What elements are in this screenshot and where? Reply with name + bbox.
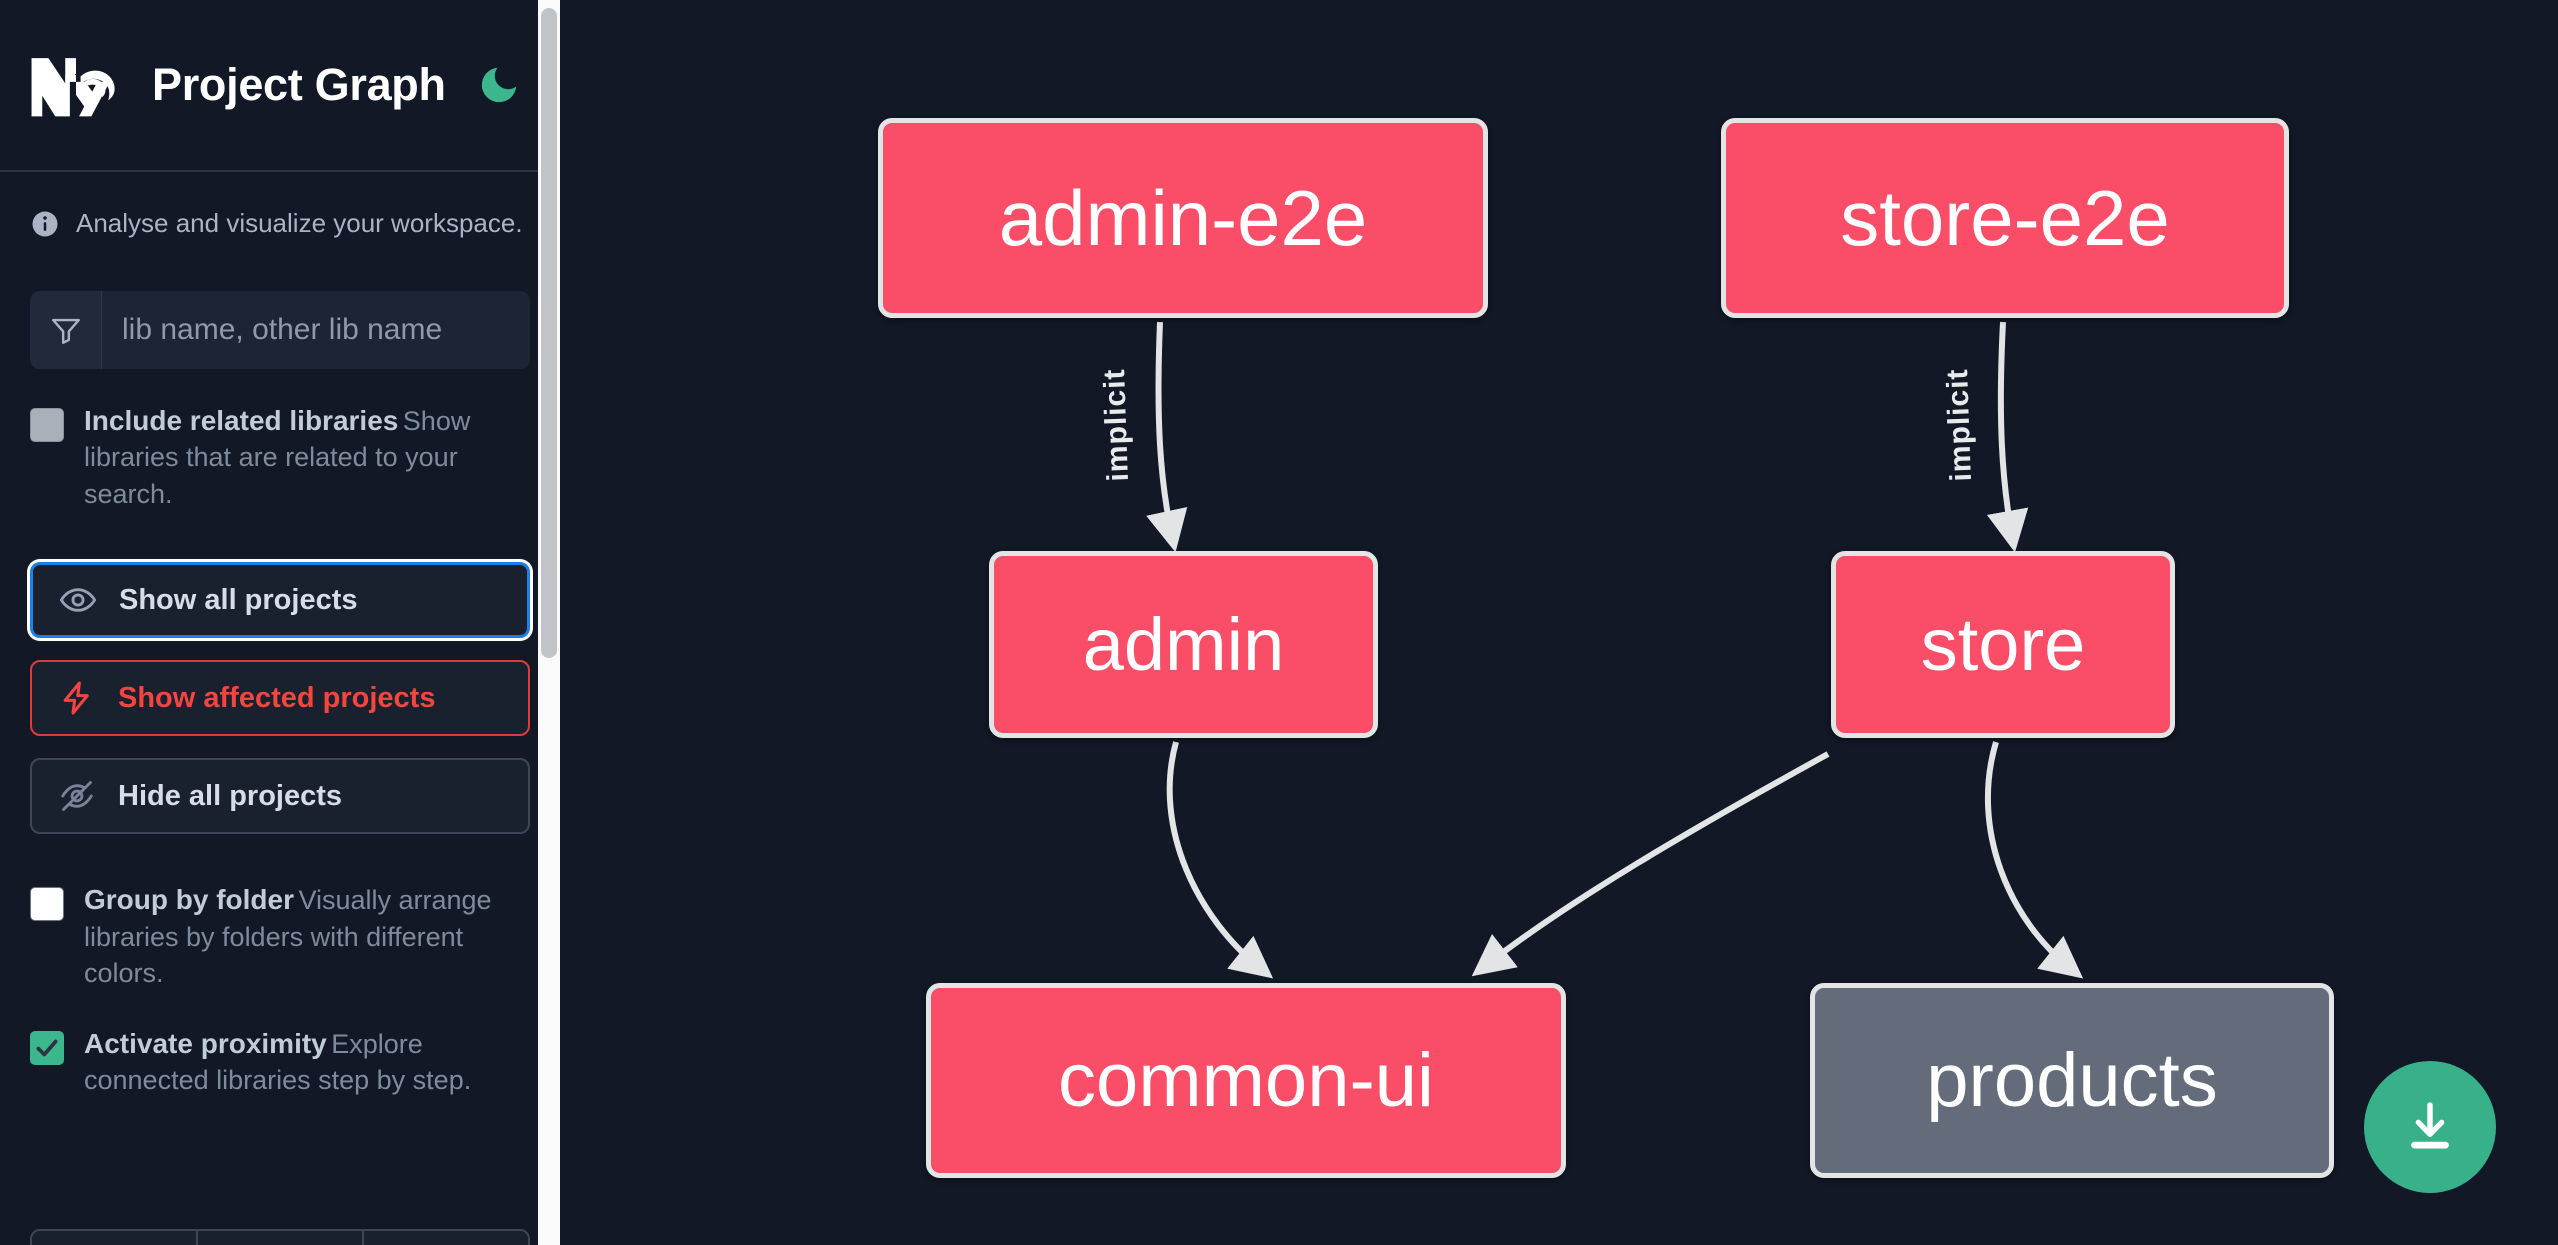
proximity-step-option-2[interactable] [198,1231,364,1245]
show-all-projects-button[interactable]: Show all projects [30,562,530,639]
hide-all-projects-button[interactable]: Hide all projects [30,758,530,835]
checkbox-activate-proximity-desc: Explore connected libraries step by step… [84,1028,472,1096]
checkbox-activate-proximity-box[interactable] [30,1030,64,1065]
project-visibility-buttons: Show all projects Show affected projects… [30,562,530,835]
graph-node-store-label: store [1920,603,2086,686]
checkbox-activate-proximity[interactable]: Activate proximity Explore connected lib… [30,1026,530,1099]
checkbox-include-related-libraries-desc: Show libraries that are related to your … [84,406,471,509]
graph-node-admin-label: admin [1082,603,1285,686]
graph-node-store-e2e[interactable]: store-e2e [1721,118,2289,318]
edge-admin-to-common-ui [1166,741,1274,979]
checkbox-include-related-libraries-box[interactable] [30,408,64,442]
show-affected-projects-button[interactable]: Show affected projects [30,660,530,737]
graph-node-admin-e2e-label: admin-e2e [998,173,1368,262]
moon-icon[interactable] [476,62,522,108]
check-icon [36,1039,58,1056]
tagline-text: Analyse and visualize your workspace. [76,208,523,238]
sidebar-header: Project Graph [0,0,560,172]
eye-off-icon [61,781,93,812]
checkbox-group-by-folder-label: Group by folder [84,884,294,916]
edge-store-e2e-to-store [1986,321,2029,553]
graph-node-admin-e2e[interactable]: admin-e2e [878,118,1488,318]
lightning-bolt-icon [63,681,89,715]
graph-node-common-ui-label: common-ui [1058,1038,1434,1123]
edge-admin-e2e-to-admin [1146,321,1188,553]
checkbox-include-related-libraries-label: Include related libraries [84,405,399,436]
checkbox-include-related-libraries[interactable]: Include related libraries Show libraries… [30,403,530,512]
graph-node-store-e2e-label: store-e2e [1840,173,2170,262]
proximity-step-option-3[interactable] [364,1231,528,1245]
graph-node-admin[interactable]: admin [989,551,1378,738]
edge-store-to-products [1985,741,2084,979]
graph-node-common-ui[interactable]: common-ui [926,983,1566,1178]
show-all-projects-label: Show all projects [119,583,358,616]
graph-edges [1146,321,2084,979]
graph-node-products-label: products [1926,1038,2218,1123]
filter-icon[interactable] [30,291,102,369]
checkbox-group-by-folder-desc: Visually arrange libraries by folders wi… [84,885,492,989]
show-affected-projects-label: Show affected projects [118,681,436,714]
download-icon [2411,1102,2449,1149]
download-graph-button[interactable] [2364,1061,2496,1193]
graph-node-store[interactable]: store [1831,551,2175,738]
eye-icon [59,588,97,613]
page-title: Project Graph [152,59,446,110]
search-input[interactable] [102,291,530,369]
checkbox-activate-proximity-label: Activate proximity [84,1027,327,1059]
info-icon [30,209,60,239]
proximity-step-segmented-control[interactable] [30,1229,530,1245]
checkbox-group-by-folder[interactable]: Group by folder Visually arrange librari… [30,882,530,991]
nx-logo-icon [30,52,122,118]
sidebar-scrollbar[interactable] [538,0,560,1245]
checkbox-group-by-folder-box[interactable] [30,887,64,922]
sidebar-body: Analyse and visualize your workspace. In… [0,208,560,1245]
search-row [30,291,530,369]
edge-store-to-common-ui [1471,751,1830,977]
tagline: Analyse and visualize your workspace. [30,208,530,239]
graph-canvas[interactable]: admin-e2e store-e2e admin store common-u… [560,0,2558,1245]
hide-all-projects-label: Hide all projects [118,779,343,812]
proximity-step-option-1[interactable] [32,1231,198,1245]
sidebar-scrollbar-thumb[interactable] [541,8,557,658]
graph-node-products[interactable]: products [1810,983,2334,1178]
sidebar: Project Graph Analyse and visualize your… [0,0,560,1245]
